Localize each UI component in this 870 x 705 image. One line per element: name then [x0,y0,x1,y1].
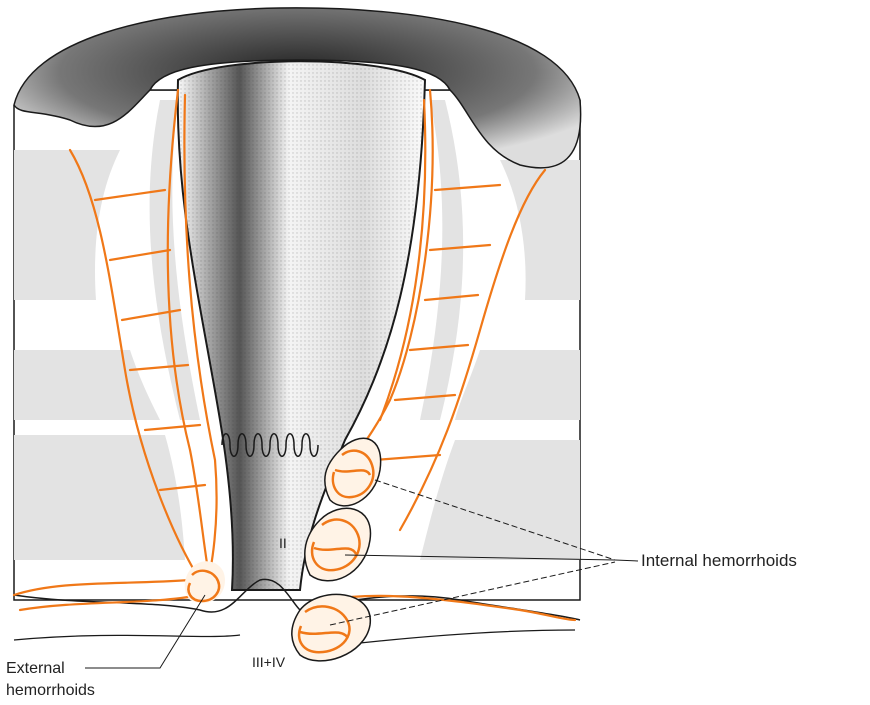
external-hemorrhoids-label-line2: hemorrhoids [6,681,95,701]
internal-hemorrhoids-label: Internal hemorrhoids [641,551,797,571]
external-hemorrhoids-label-line1: External [6,659,65,679]
grade-iii-iv-label: III+IV [252,652,285,672]
grade-iv-nodule [292,594,371,661]
grade-ii-label: II [279,533,287,553]
